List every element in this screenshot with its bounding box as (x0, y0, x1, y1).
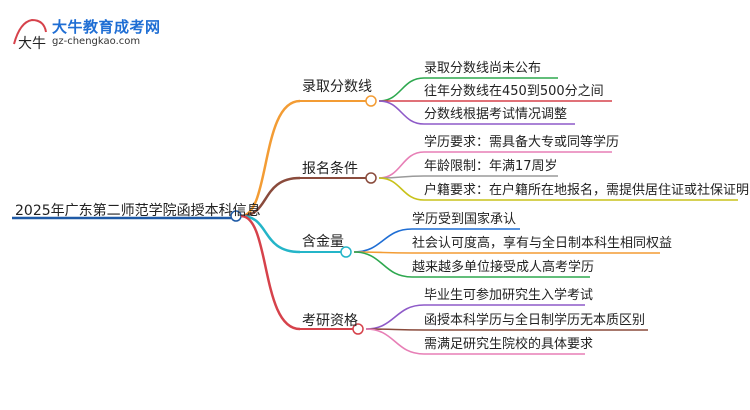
connector-branch-1-leaf-0 (378, 151, 425, 179)
connector-root-to-branch-3 (240, 214, 301, 331)
leaf-education-requirement: 学历要求：需具备大专或同等学历 (424, 135, 620, 150)
branch-admission-score: 录取分数线 (302, 79, 372, 95)
connector-branch-3-leaf-2 (365, 328, 425, 355)
leaf-score-past-range: 往年分数线在450到500分之间 (424, 84, 604, 99)
connector-root-to-branch-0 (240, 99, 301, 218)
branch-node-0 (365, 95, 377, 107)
connector-branch-2-leaf-0 (353, 228, 413, 253)
leaf-no-essential-difference: 函授本科学历与全日制学历无本质区别 (424, 313, 646, 328)
leaf-employers-accept: 越来越多单位接受成人高考学历 (412, 260, 595, 275)
site-logo[interactable]: 大牛 大牛教育成考网 gz-chengkao.com (10, 14, 180, 54)
branch-postgrad-eligibility: 考研资格 (302, 313, 358, 329)
branch-node-3 (352, 323, 364, 335)
leaf-age-limit: 年龄限制：年满17周岁 (424, 159, 558, 174)
branch-node-1 (365, 172, 377, 184)
connector-branch-2-leaf-2 (353, 251, 413, 278)
connector-branch-0-leaf-2 (378, 100, 425, 125)
leaf-nationally-recognized: 学历受到国家承认 (412, 212, 517, 227)
leaf-school-requirements: 需满足研究生院校的具体要求 (424, 337, 594, 352)
branch-value: 含金量 (302, 234, 344, 250)
leaf-score-adjusted: 分数线根据考试情况调整 (424, 107, 568, 122)
leaf-can-take-exam: 毕业生可参加研究生入学考试 (424, 288, 594, 303)
leaf-household-requirement: 户籍要求：在户籍所在地报名，需提供居住证或社保证明 (424, 183, 750, 198)
leaf-score-not-published: 录取分数线尚未公布 (424, 61, 542, 76)
connector-branch-3-leaf-0 (365, 304, 425, 330)
leaf-social-recognition: 社会认可度高，享有与全日制本科生相同权益 (412, 236, 673, 251)
connector-branch-1-leaf-2 (378, 177, 425, 201)
root-topic: 2025年广东第二师范学院函授本科信息 (15, 203, 261, 219)
connector-root-to-branch-2 (240, 214, 301, 254)
logo-mark-text: 大牛 (18, 36, 46, 52)
branch-requirements: 报名条件 (302, 161, 358, 177)
connector-branch-0-leaf-0 (378, 77, 425, 102)
connector-root-to-branch-1 (240, 176, 301, 218)
logo-name: 大牛教育成考网 (52, 18, 161, 36)
logo-url: gz-chengkao.com (52, 36, 141, 47)
branch-node-2 (340, 246, 352, 258)
logo-mark-icon: 大牛 (13, 18, 47, 52)
